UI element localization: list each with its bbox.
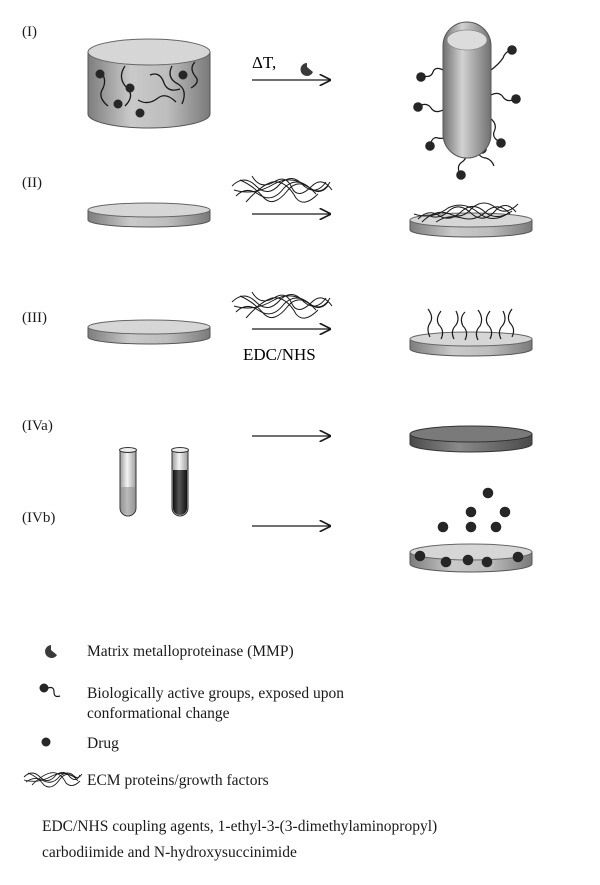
row-1-arrow	[252, 63, 330, 80]
row-2-scaffold	[87, 202, 211, 228]
row-label-I: (I)	[22, 24, 37, 40]
legend-drug-icon	[41, 737, 51, 747]
legend-mmp-icon	[45, 645, 57, 658]
row-label-IVa: (IVa)	[22, 418, 53, 434]
dark-solution-tube	[171, 447, 189, 517]
legend-mmp-text: Matrix metalloproteinase (MMP)	[87, 643, 294, 660]
footnote-line-2: carbodiimide and N-hydroxysuccinimide	[42, 844, 297, 861]
ecm-protein-tangle	[231, 175, 333, 203]
legend-ecm-text: ECM proteins/growth factors	[87, 772, 269, 789]
row-4a-dark-scaffold	[409, 425, 533, 453]
footnote-line-1: EDC/NHS coupling agents, 1-ethyl-3-(3-di…	[42, 818, 438, 835]
row-1-arrow-label: ΔT,	[252, 53, 276, 72]
legend-active-group-text: Biologically active groups, exposed upon	[87, 685, 344, 702]
clear-solution-tube	[119, 447, 137, 517]
row-label-II: (II)	[22, 175, 42, 191]
polymer-chains	[99, 61, 198, 107]
released-drug-dots	[437, 487, 511, 533]
buried-active-groups	[95, 69, 188, 118]
row-3-grafted-scaffold	[409, 308, 533, 357]
row-label-IVb: (IVb)	[22, 510, 56, 526]
row-3-arrow-label: EDC/NHS	[243, 345, 316, 364]
mmp-icon	[300, 63, 313, 77]
adsorbed-ecm-layer	[413, 202, 519, 223]
row-1-rod-product	[413, 21, 521, 180]
row-4b-drug-scaffold	[409, 543, 533, 573]
row-2-coated-scaffold	[409, 202, 533, 238]
row-3-scaffold	[87, 319, 211, 345]
legend-active-group-icon	[39, 683, 61, 698]
row-1-gel-cylinder	[87, 38, 211, 129]
row-3-arrow	[231, 291, 333, 329]
ecm-protein-tangle	[231, 291, 333, 319]
legend-ecm-icon	[23, 772, 83, 788]
legend-active-group-text-2: conformational change	[87, 705, 230, 722]
row-label-III: (III)	[22, 310, 47, 326]
covalently-bound-ecm	[427, 308, 515, 341]
legend-drug-text: Drug	[87, 735, 119, 752]
row-2-arrow	[231, 175, 333, 214]
